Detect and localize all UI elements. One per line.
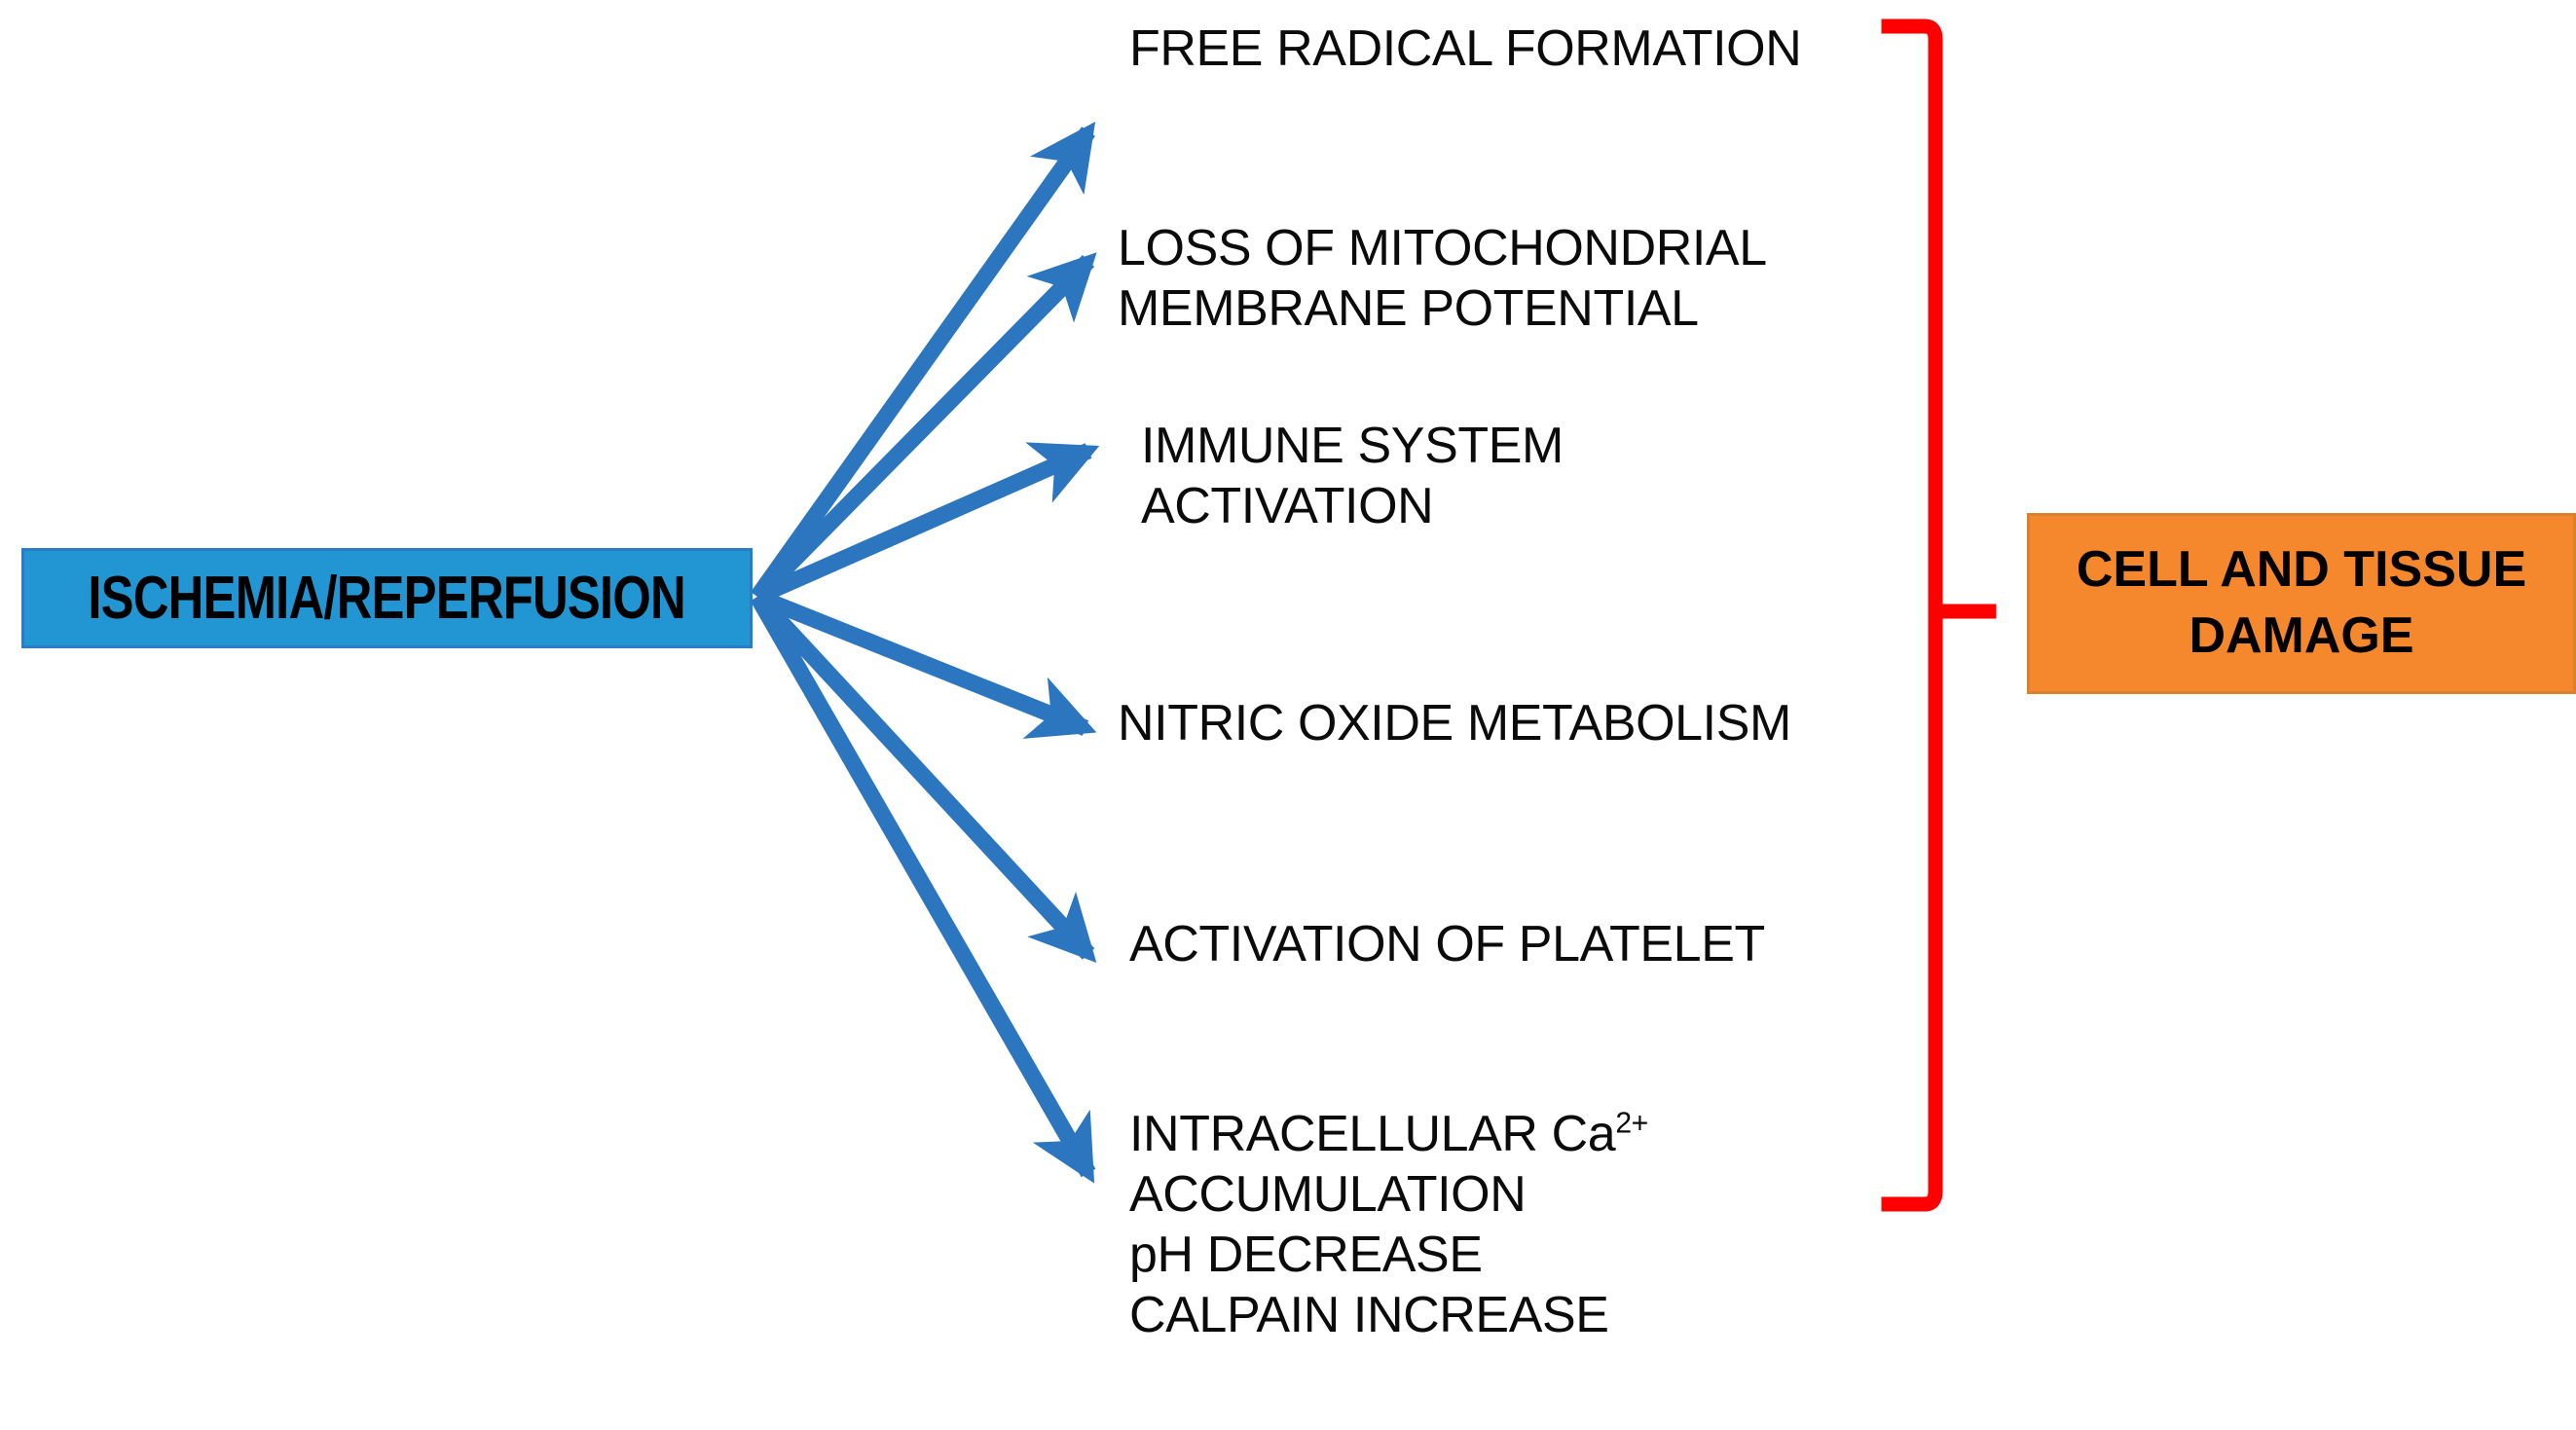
effect-loss-of-mitochondrial-membrane-potential: LOSS OF MITOCHONDRIAL MEMBRANE POTENTIAL [1118,219,1767,340]
red-bracket [1881,18,1997,1212]
arrow-to-intracellular-calcium-accumulation [750,592,1096,1184]
effect-immune-system-activation: IMMUNE SYSTEM ACTIVATION [1141,417,1564,537]
effect-line-with-superscript: INTRACELLULAR Ca2+ [1129,1105,1648,1165]
outcome-box-label-line1: CELL AND TISSUE [2076,541,2527,599]
effect-free-radical-formation: FREE RADICAL FORMATION [1129,19,1802,80]
effect-line: LOSS OF MITOCHONDRIAL [1118,220,1767,276]
outcome-box-label-line2: DAMAGE [2189,607,2414,664]
effect-line: MEMBRANE POTENTIAL [1118,279,1699,337]
effect-line: IMMUNE SYSTEM [1141,418,1564,474]
effect-activation-of-platelet: ACTIVATION OF PLATELET [1129,915,1765,975]
effect-line: ACTIVATION OF PLATELET [1129,916,1765,972]
effect-line: ACCUMULATION [1129,1165,1527,1223]
effect-line: FREE RADICAL FORMATION [1129,20,1802,77]
charge-superscript: 2+ [1615,1107,1648,1140]
source-box-label: ISCHEMIA/REPERFUSION [88,565,686,632]
arrow-group [750,122,1100,1184]
arrow-to-loss-of-mitochondrial-membrane-potential [751,252,1097,603]
effect-line: pH DECREASE [1129,1226,1483,1283]
arrow-to-activation-of-platelet [751,591,1097,963]
effect-intracellular-calcium-accumulation: INTRACELLULAR Ca2+ ACCUMULATION pH DECRE… [1129,1105,1648,1346]
outcome-box[interactable]: CELL AND TISSUE DAMAGE [2027,513,2576,694]
effect-line: CALPAIN INCREASE [1129,1286,1609,1343]
source-box[interactable]: ISCHEMIA/REPERFUSION [21,548,753,648]
effect-line-text: INTRACELLULAR Ca [1129,1106,1616,1162]
arrow-to-nitric-oxide-metabolism [754,589,1097,739]
arrow-to-free-radical-formation [751,122,1096,602]
effect-nitric-oxide-metabolism: NITRIC OXIDE METABOLISM [1118,694,1791,754]
arrow-to-immune-system-activation [754,442,1100,605]
effect-line: ACTIVATION [1141,477,1434,534]
effect-line: NITRIC OXIDE METABOLISM [1118,695,1791,752]
